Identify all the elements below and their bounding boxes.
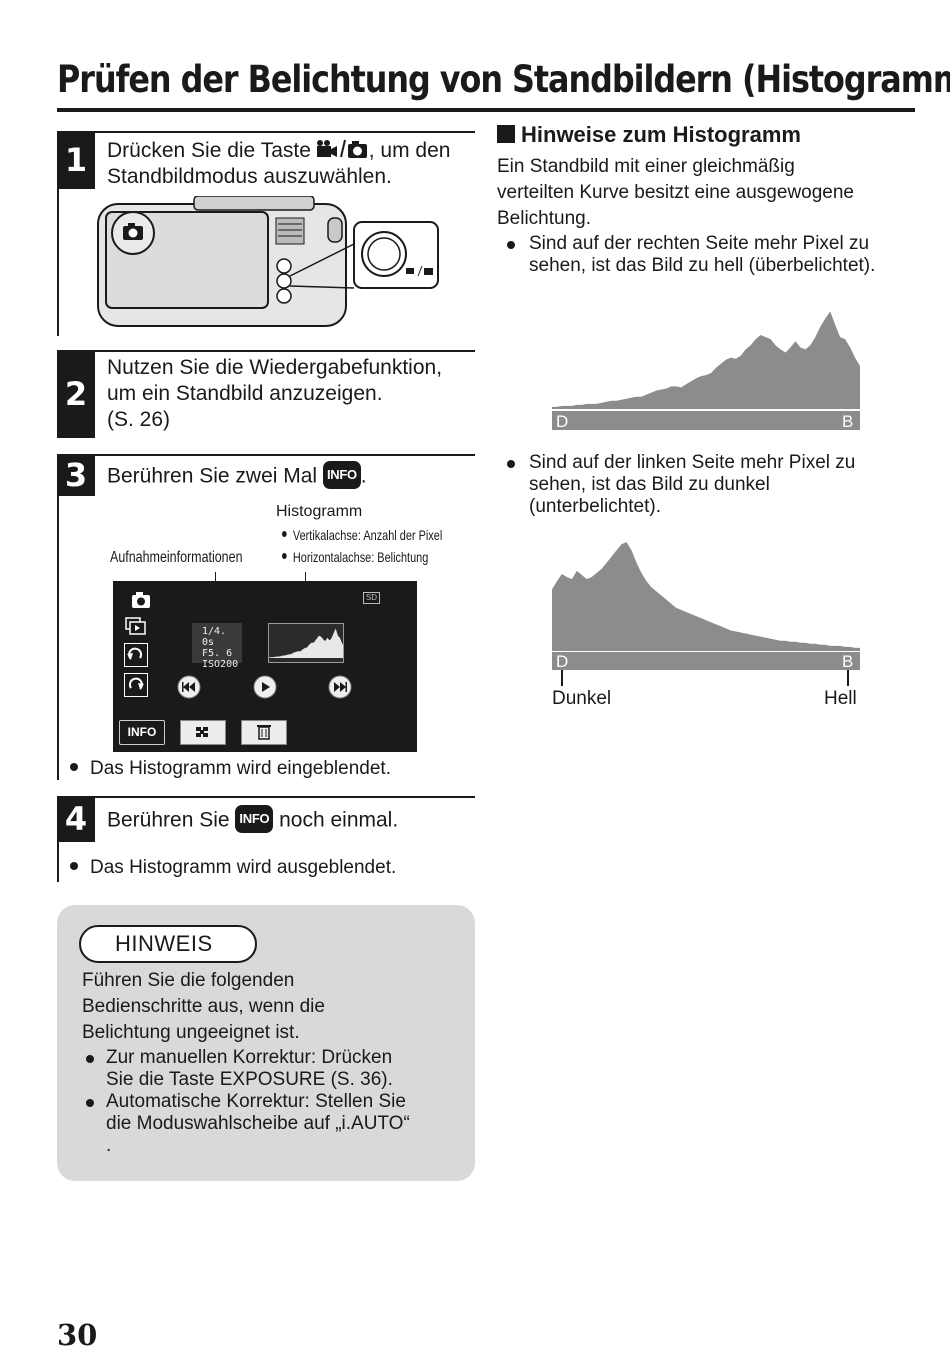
step-2: 2 Nutzen Sie die Wiedergabefunktion, um … xyxy=(57,350,475,438)
recording-info-panel: 1/4. 0s F5. 6 ISO200 xyxy=(192,623,242,670)
rotate-right-button[interactable] xyxy=(124,673,148,697)
step-2-line-3: (S. 26) xyxy=(107,408,171,431)
index-icon xyxy=(196,727,208,737)
horizontal-axis-label: Horizontalachse: Belichtung xyxy=(282,549,428,565)
step-1-bar xyxy=(57,131,59,336)
step-3-text-after: . xyxy=(360,464,367,488)
info-button[interactable]: INFO xyxy=(119,720,165,745)
step-1-text-after: , um den xyxy=(368,139,451,162)
play-button[interactable] xyxy=(252,674,278,700)
iso: ISO200 xyxy=(202,659,239,670)
step-1-text-before: Drücken Sie die Taste xyxy=(107,139,317,162)
hint-label: HINWEIS xyxy=(79,925,257,963)
title-rule xyxy=(57,108,915,112)
info-badge: INFO xyxy=(322,461,361,489)
step-3-bar xyxy=(57,454,59,780)
step-2-line-2: um ein Standbild anzuzeigen. xyxy=(107,382,383,405)
step-4-rule xyxy=(95,796,475,798)
notes-bullet-1: Sind auf der rechten Seite mehr Pixel zu… xyxy=(507,233,922,277)
camera-mode-icon xyxy=(132,592,150,608)
step-3: 3 Berühren Sie zwei Mal INFO. xyxy=(57,454,475,780)
lcd-screen: 1/4. 0s F5. 6 ISO200 SD INFO xyxy=(113,581,417,752)
overexposed-histogram: D B xyxy=(552,296,860,431)
sd-card-icon: SD xyxy=(363,592,380,604)
previous-button[interactable] xyxy=(176,674,202,700)
delete-button[interactable] xyxy=(241,720,287,745)
hint-paragraph: Führen Sie die folgenden Bedienschritte … xyxy=(82,970,325,1043)
vertical-axis-label: Vertikalachse: Anzahl der Pixel xyxy=(282,527,442,543)
overexposed-histogram-graph: D B xyxy=(552,296,860,431)
rotate-right-icon xyxy=(128,677,144,690)
histogram-label: Histogramm xyxy=(276,503,363,520)
step-3-text-before: Berühren Sie zwei Mal xyxy=(107,464,323,488)
step-2-rule xyxy=(95,350,475,352)
step-3-number: 3 xyxy=(57,454,95,496)
notes-paragraph: Ein Standbild mit einer gleichmäßig vert… xyxy=(497,156,855,229)
step-1-number: 1 xyxy=(57,131,95,189)
slideshow-icon[interactable] xyxy=(125,617,147,635)
step-4-bullet: Das Histogramm wird ausgeblendet. xyxy=(70,857,396,879)
page-number: 30 xyxy=(57,1318,98,1352)
bright-label: Hell xyxy=(824,688,857,709)
movie-camera-slash-camera-icon xyxy=(316,139,367,158)
dark-label: Dunkel xyxy=(552,688,612,709)
step-1-text: Drücken Sie die Taste , um den Standbild… xyxy=(107,138,450,190)
mini-histogram xyxy=(268,623,344,663)
axis-label-d: D xyxy=(556,652,568,671)
step-4: 4 Berühren Sie INFO noch einmal. xyxy=(57,796,475,882)
shutter-speed: 1/4. 0s xyxy=(202,626,227,648)
step-3-rule xyxy=(95,454,475,456)
hint-bullet-2: Automatische Korrektur: Stellen Sie die … xyxy=(86,1091,466,1157)
step-2-line-1: Nutzen Sie die Wiedergabefunktion, xyxy=(107,356,443,379)
index-button[interactable] xyxy=(180,720,226,745)
rotate-left-icon xyxy=(127,647,143,660)
info-badge: INFO xyxy=(235,805,274,833)
step-1: 1 Drücken Sie die Taste , um den Standbi… xyxy=(57,131,475,336)
step-4-text-before: Berühren Sie xyxy=(107,808,236,832)
trash-icon xyxy=(257,725,271,740)
next-button[interactable] xyxy=(327,674,353,700)
rotate-left-button[interactable] xyxy=(124,643,148,667)
recording-info-label: Aufnahmeinformationen xyxy=(110,549,243,566)
step-3-bullet: Das Histogramm wird eingeblendet. xyxy=(70,758,391,780)
step-2-number: 2 xyxy=(57,350,95,438)
mini-histogram-area xyxy=(269,628,343,658)
step-1-text-line2: Standbildmodus auszuwählen. xyxy=(107,165,392,188)
step-4-text: Berühren Sie INFO noch einmal. xyxy=(107,805,399,835)
axis-label-b: B xyxy=(842,412,853,431)
camera-illustration xyxy=(97,196,439,327)
aperture: F5. 6 xyxy=(202,648,233,659)
step-1-rule xyxy=(95,131,475,133)
step-4-number: 4 xyxy=(57,796,95,842)
notes-heading: Hinweise zum Histogramm xyxy=(497,122,801,148)
step-4-text-after: noch einmal. xyxy=(273,808,399,832)
hint-bullet-1: Zur manuellen Korrektur: Drücken Sie die… xyxy=(86,1047,466,1091)
axis-label-d: D xyxy=(556,412,568,431)
underexposed-histogram-graph: D B xyxy=(552,538,860,686)
underexposed-histogram: D B xyxy=(552,538,860,688)
axis-label-b: B xyxy=(842,652,853,671)
step-3-text: Berühren Sie zwei Mal INFO. xyxy=(107,461,367,491)
mini-histogram-graph xyxy=(269,628,343,658)
page-title: Prüfen der Belichtung von Standbildern (… xyxy=(57,58,950,101)
notes-bullet-2: Sind auf der linken Seite mehr Pixel zu … xyxy=(507,452,922,518)
heading-square-icon xyxy=(497,125,515,144)
step-2-text: Nutzen Sie die Wiedergabefunktion, um ei… xyxy=(107,355,442,433)
